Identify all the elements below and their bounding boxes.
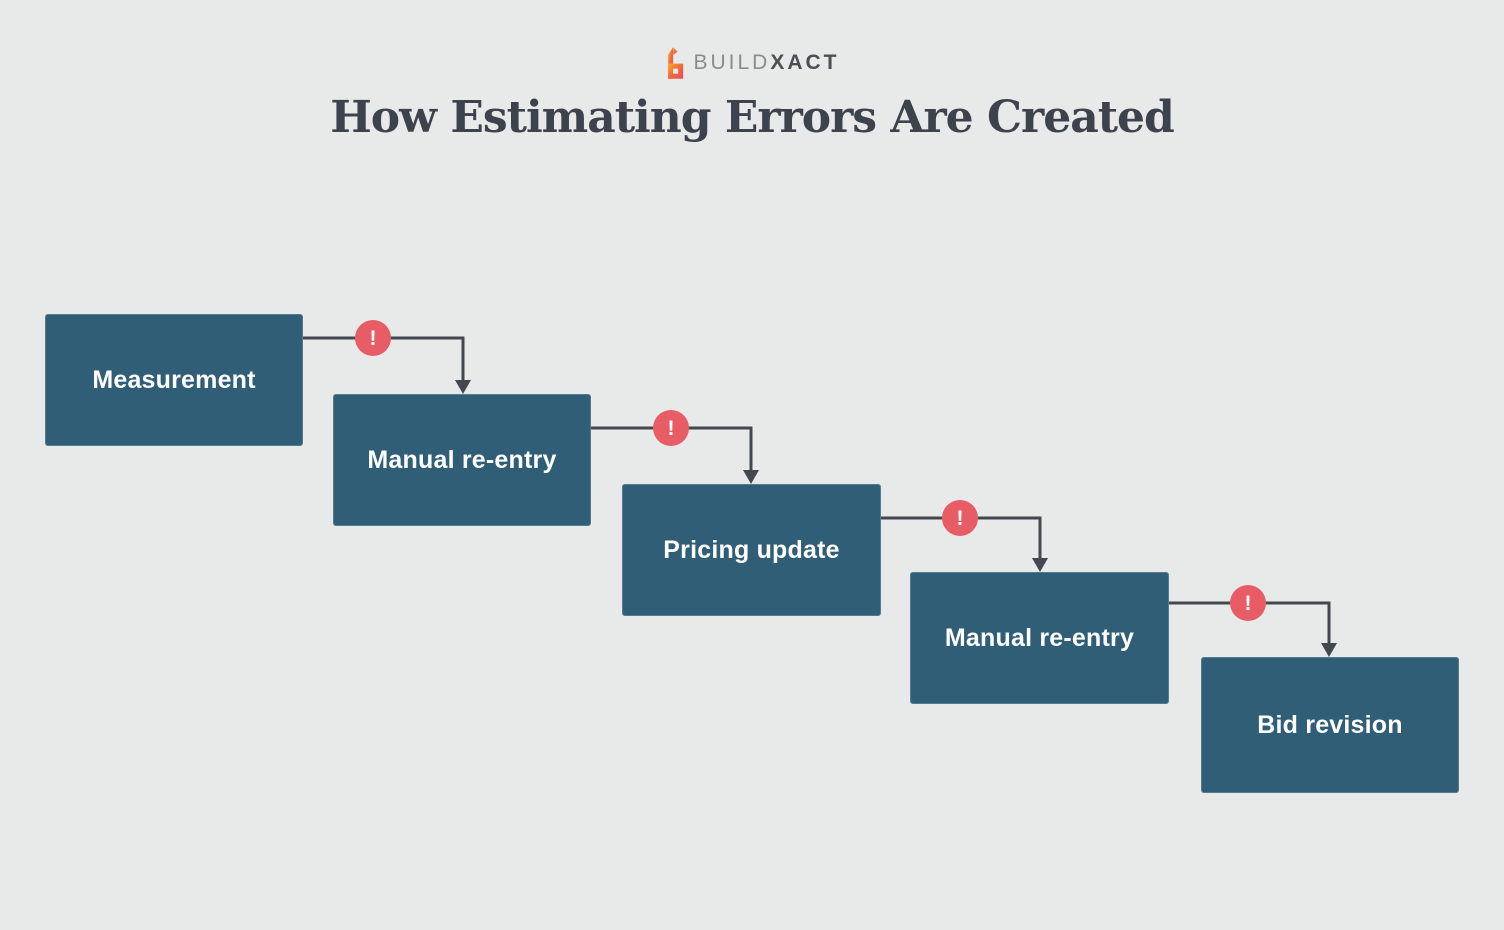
- buildxact-logo: BUILDXACT: [0, 46, 1504, 80]
- flow-step-manual-reentry-1: Manual re-entry: [333, 394, 591, 526]
- error-badge: !: [355, 320, 391, 356]
- error-badge: !: [653, 410, 689, 446]
- flow-step-pricing-update: Pricing update: [622, 484, 881, 616]
- error-badge: !: [942, 500, 978, 536]
- flow-step-manual-reentry-2: Manual re-entry: [910, 572, 1169, 704]
- connector-3: [881, 516, 1048, 572]
- buildxact-b-icon: [668, 47, 684, 79]
- connector-4: [1169, 601, 1337, 657]
- connector-2: [591, 426, 759, 484]
- flow-step-bid-revision: Bid revision: [1201, 657, 1459, 793]
- error-badge: !: [1230, 585, 1266, 621]
- page-title: How Estimating Errors Are Created: [330, 92, 1175, 143]
- brand-wordmark-xact: XACT: [770, 51, 840, 74]
- brand-wordmark-build: BUILD: [693, 51, 771, 74]
- brand-wordmark: BUILDXACT: [693, 46, 839, 80]
- flow-step-measurement: Measurement: [45, 314, 303, 446]
